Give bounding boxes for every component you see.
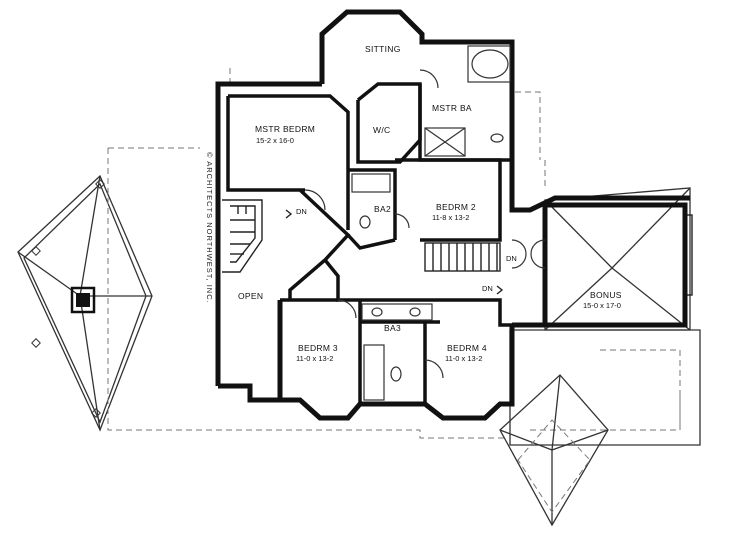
exterior-walls [215, 9, 690, 421]
room-bedrm2-size: 11-8 x 13-2 [432, 213, 469, 222]
room-mstr-bedrm-size: 15-2 x 16-0 [256, 136, 294, 145]
stairs-dn-left: DN [296, 207, 307, 216]
room-bedrm4-size: 11-0 x 13-2 [445, 354, 482, 363]
left-roof [17, 174, 153, 432]
arrow-icon [496, 285, 504, 295]
room-bonus-label: BONUS [590, 290, 622, 300]
room-wic-label: W/C [373, 125, 390, 135]
stairs-dn-center: DN [506, 254, 517, 263]
room-mstr-ba-label: MSTR BA [432, 103, 472, 113]
toilet-master [490, 133, 504, 143]
architect-credit: © ARCHITECTS NORTHWEST, INC. [205, 152, 214, 304]
room-bedrm4-label: BEDRM 4 [447, 343, 487, 353]
sinks-ba3 [361, 303, 433, 401]
arrow-icon [285, 209, 293, 219]
tub-ba2 [351, 173, 391, 229]
roof-hips-left [31, 179, 105, 418]
room-sitting-label: SITTING [365, 44, 401, 54]
tub-master [467, 45, 511, 83]
right-roof [499, 329, 701, 527]
chimney [70, 286, 96, 314]
interior-walls [226, 82, 512, 404]
room-mstr-bedrm-label: MSTR BEDRM [255, 124, 315, 134]
stairs-dn-hall: DN [482, 284, 493, 293]
eave-line [107, 91, 681, 439]
stairs-center [424, 242, 501, 272]
room-bonus-size: 15-0 x 17-0 [583, 301, 621, 310]
doors [304, 69, 546, 379]
room-ba2-label: BA2 [374, 204, 391, 214]
room-ba3-label: BA3 [384, 323, 401, 333]
room-bedrm3-label: BEDRM 3 [298, 343, 338, 353]
stairs-left [222, 199, 263, 273]
room-bedrm2-label: BEDRM 2 [436, 202, 476, 212]
room-bedrm3-size: 11-0 x 13-2 [296, 354, 333, 363]
room-open-label: OPEN [238, 291, 263, 301]
shower-master [424, 127, 466, 157]
